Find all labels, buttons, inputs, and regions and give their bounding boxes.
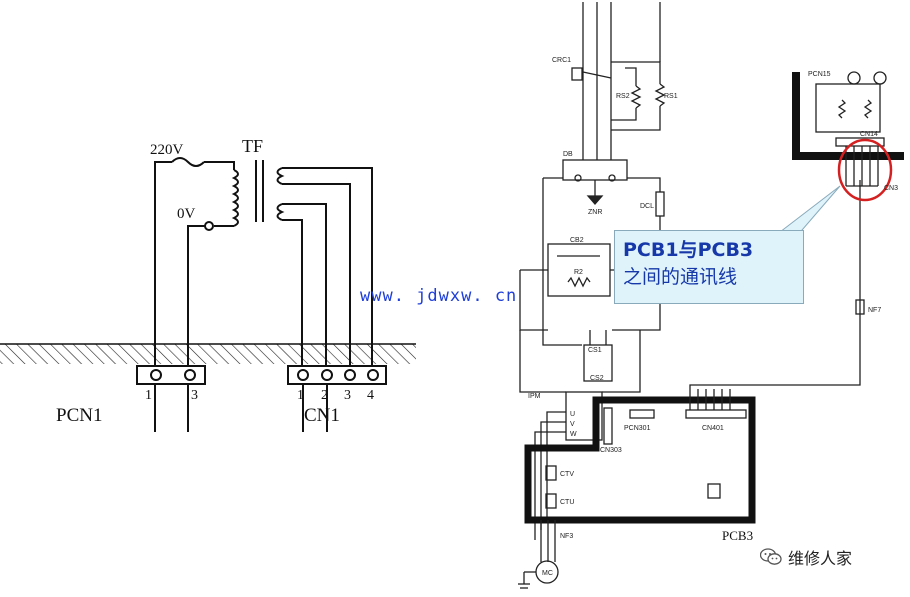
thermistor-2 <box>873 71 887 85</box>
right-schematic-labels: CRC1 RS1 RS2 DB ZNR DCL CB2 R2 CS1 CS2 I… <box>528 57 898 577</box>
callout-subtitle: 之间的通讯线 <box>623 266 738 288</box>
cn1-pin-4: 4 <box>367 388 374 403</box>
label-cn14: CN14 <box>860 131 878 138</box>
label-znr: ZNR <box>588 209 602 216</box>
label-tf: TF <box>242 136 263 156</box>
label-cn303: CN303 <box>600 447 622 454</box>
label-rs2: RS2 <box>616 93 630 100</box>
label-pcn1: PCN1 <box>56 405 102 426</box>
board-hatch <box>0 344 416 364</box>
left-schematic-labels: 220V 0V TF 1 3 PCN1 1 2 3 4 CN1 <box>56 136 374 426</box>
label-pcn15: PCN15 <box>808 71 831 78</box>
primary-coil <box>231 169 239 227</box>
cn14-connector <box>835 137 885 147</box>
label-rs1: RS1 <box>664 93 678 100</box>
pcb3-board <box>524 396 756 524</box>
sw-block <box>707 483 721 499</box>
rh-resistor <box>837 99 847 119</box>
label-ipm-v: V <box>570 421 575 428</box>
label-cs2: CS2 <box>590 375 604 382</box>
cn1-pin-2: 2 <box>321 388 328 403</box>
brand-name: 维修人家 <box>788 549 853 568</box>
ipm-module <box>565 391 603 441</box>
pcn15-block <box>815 83 881 133</box>
cn401-connector <box>685 409 747 419</box>
rh2-resistor <box>863 99 873 119</box>
label-cn1: CN1 <box>304 405 340 426</box>
crc1-relay <box>571 67 583 81</box>
secondary-coil-2 <box>276 203 285 221</box>
site-watermark: www. jdwxw. cn <box>360 286 518 306</box>
thermistor-1 <box>847 71 861 85</box>
rs1-resistor <box>654 83 666 107</box>
wechat-icon <box>760 548 782 565</box>
pcn1-pin-3: 3 <box>191 388 198 403</box>
label-cb2: CB2 <box>570 237 584 244</box>
label-dcl: DCL <box>640 203 654 210</box>
label-cn401: CN401 <box>702 425 724 432</box>
right-inverter-schematic <box>518 2 904 589</box>
secondary-coil-1 <box>276 167 285 185</box>
label-r2: R2 <box>574 269 583 276</box>
cn1-connector <box>287 365 387 385</box>
fuse-symbol <box>171 157 205 167</box>
label-db: DB <box>563 151 573 158</box>
label-nf3: NF3 <box>560 533 573 540</box>
label-mc: MC <box>542 570 553 577</box>
label-crc1: CRC1 <box>552 57 571 64</box>
ctu-sensor <box>545 493 557 509</box>
label-ipm-u: U <box>570 411 575 418</box>
pcn1-pin-1: 1 <box>145 388 152 403</box>
pcb1-board <box>792 72 904 160</box>
dcl-reactor <box>655 191 665 217</box>
label-cs1: CS1 <box>588 347 602 354</box>
cn1-pin-3: 3 <box>344 388 351 403</box>
pcn301-connector <box>629 409 655 419</box>
label-pcb3: PCB3 <box>722 528 753 543</box>
rs2-resistor <box>630 85 642 109</box>
cn303-connector <box>603 407 613 445</box>
nf7-filter <box>855 299 865 315</box>
label-nf7: NF7 <box>868 307 881 314</box>
brand-badge: 维修人家 <box>760 545 852 569</box>
label-cn3: CN3 <box>884 185 898 192</box>
ctv-sensor <box>545 465 557 481</box>
callout-box: PCB1与PCB3 之间的通讯线 <box>614 230 804 304</box>
r2-resistor <box>567 276 591 288</box>
cs-sensors <box>583 344 613 382</box>
label-ipm-w: W <box>570 431 577 438</box>
label-ipm: IPM <box>528 393 541 400</box>
label-ctu: CTU <box>560 499 574 506</box>
callout-title: PCB1与PCB3 <box>623 239 754 261</box>
cn3-highlight-circle <box>837 138 893 202</box>
label-pcn301: PCN301 <box>624 425 651 432</box>
label-220v: 220V <box>150 142 184 158</box>
left-transformer-schematic <box>0 157 416 432</box>
label-0v: 0V <box>177 206 196 222</box>
znr-symbol <box>586 195 604 205</box>
label-ctv: CTV <box>560 471 574 478</box>
cn1-pin-1: 1 <box>297 388 304 403</box>
db-bridge <box>562 159 628 181</box>
